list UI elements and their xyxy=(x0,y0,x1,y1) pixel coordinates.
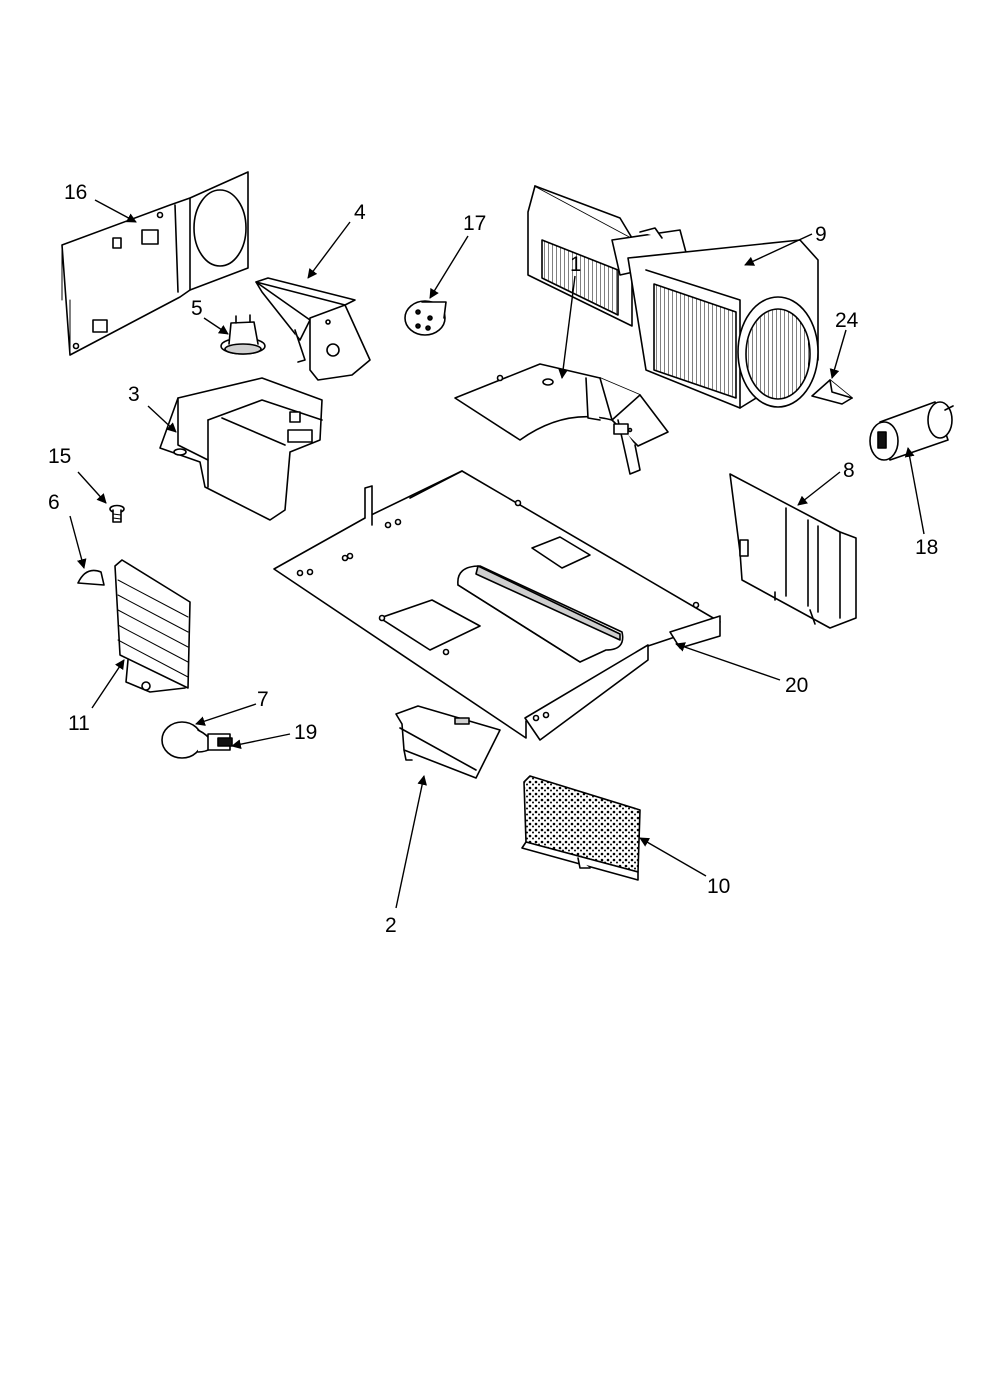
part-18-capacitor xyxy=(869,401,954,461)
callout-11: 11 xyxy=(68,712,90,735)
leader-16 xyxy=(94,199,137,223)
leader-19 xyxy=(231,733,291,750)
callout-6: 6 xyxy=(48,491,60,514)
part-7-light-bulb xyxy=(161,721,213,759)
callout-4: 4 xyxy=(354,201,366,224)
callout-19: 19 xyxy=(294,721,317,744)
callout-9: 9 xyxy=(815,223,827,246)
leader-15 xyxy=(77,471,107,504)
leader-9 xyxy=(744,233,813,266)
callout-10: 10 xyxy=(707,875,730,898)
part-8-side-panel xyxy=(729,473,857,629)
leader-10 xyxy=(639,837,707,877)
callout-16: 16 xyxy=(64,181,87,204)
part-15-screw xyxy=(109,504,125,523)
leader-5 xyxy=(203,317,229,335)
leader-8 xyxy=(797,471,841,506)
callout-2: 2 xyxy=(385,914,397,937)
part-17-terminal-block xyxy=(404,300,447,336)
callout-5: 5 xyxy=(191,297,203,320)
callout-20: 20 xyxy=(785,674,808,697)
leader-1 xyxy=(558,275,576,379)
leader-17 xyxy=(429,235,469,299)
part-3-air-duct xyxy=(159,377,323,521)
callout-18: 18 xyxy=(915,536,938,559)
part-11-grille xyxy=(114,559,191,693)
part-10-grease-filter xyxy=(521,775,641,881)
part-5-thermal-switch xyxy=(220,314,266,355)
leader-2 xyxy=(395,775,427,909)
part-9-blower-motor xyxy=(527,185,819,409)
callout-8: 8 xyxy=(843,459,855,482)
callout-17: 17 xyxy=(463,212,486,235)
callout-15: 15 xyxy=(48,445,71,468)
leader-18 xyxy=(904,447,925,535)
leader-20 xyxy=(675,642,781,681)
leader-3 xyxy=(147,405,177,433)
part-24-bracket xyxy=(811,379,853,405)
leader-24 xyxy=(829,329,847,379)
part-4-mounting-bracket xyxy=(255,277,371,381)
callout-24: 24 xyxy=(835,309,859,332)
leader-6 xyxy=(69,515,87,569)
leader-4 xyxy=(307,221,351,279)
part-20-base-plate xyxy=(273,470,721,741)
part-2-cover-plate xyxy=(395,705,501,779)
callout-7: 7 xyxy=(257,688,269,711)
leader-7 xyxy=(195,703,257,726)
leader-11 xyxy=(91,659,125,709)
part-6-clip xyxy=(77,569,105,586)
part-16-shroud-bracket xyxy=(61,171,249,356)
callout-1: 1 xyxy=(570,253,582,276)
callout-3: 3 xyxy=(128,383,140,406)
part-19-lamp-socket xyxy=(207,733,233,751)
part-1-baffle-plate xyxy=(454,363,669,475)
